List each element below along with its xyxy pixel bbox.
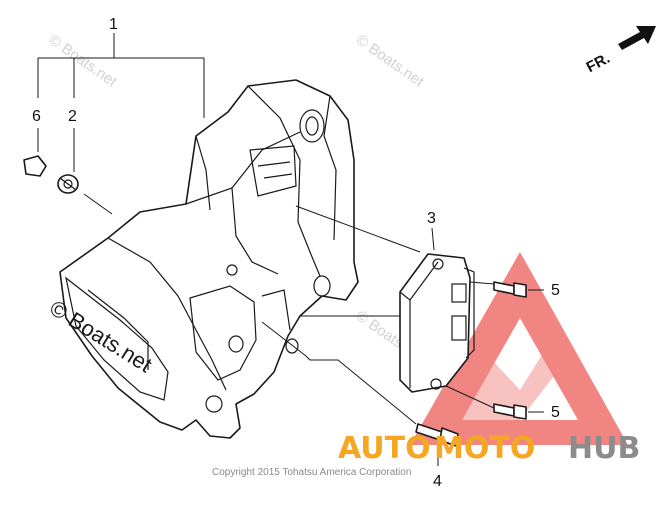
brand-triangle-logo	[410, 252, 628, 445]
bolt-part-5-upper	[493, 281, 527, 298]
bolt-part-4	[415, 423, 459, 447]
leader-lines	[37, 33, 544, 466]
plug-part-6	[23, 155, 47, 177]
callout-5-upper: 5	[551, 282, 560, 299]
callout-4: 4	[433, 473, 442, 490]
callout-6: 6	[32, 108, 41, 125]
watermark-text: © Boats.net	[46, 31, 121, 90]
front-direction-indicator: FR.	[584, 26, 656, 76]
housing-part-1	[59, 79, 359, 439]
watermark-text: © Boats.net	[353, 31, 428, 90]
grommet-part-2	[57, 174, 79, 194]
copyright-text: Copyright 2015 Tohatsu America Corporati…	[212, 467, 411, 478]
callout-5-lower: 5	[551, 404, 560, 421]
bracket-plate-part-3	[399, 253, 475, 393]
callout-3: 3	[427, 210, 436, 227]
callout-1: 1	[109, 16, 118, 33]
arrow-icon	[618, 26, 656, 50]
brand-wordmark: AUTO MOTO HUB	[338, 431, 640, 466]
bolt-part-5-lower	[493, 403, 527, 420]
brand-middle: MOTO	[434, 431, 535, 466]
callout-2: 2	[68, 108, 77, 125]
front-label: FR.	[584, 50, 613, 76]
brand-suffix: HUB	[568, 431, 640, 466]
brand-prefix: AUTO	[338, 431, 431, 466]
